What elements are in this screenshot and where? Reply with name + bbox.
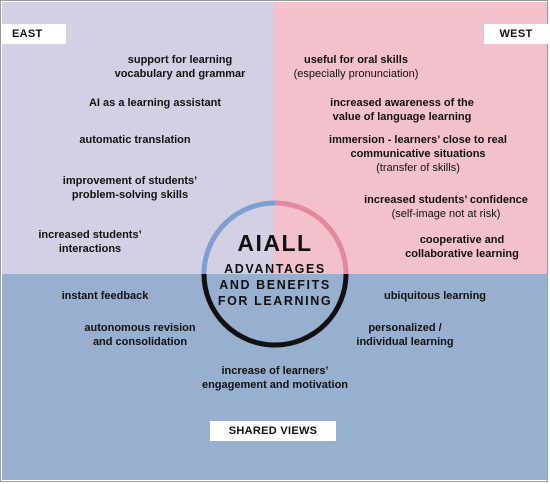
center-subtitle-line2: AND BENEFITS: [219, 278, 331, 292]
east-item-assistant: AI as a learning assistant: [55, 96, 255, 110]
east-item-interactions-line2: interactions: [58, 243, 122, 255]
shared-views-label: SHARED VIEWS: [210, 421, 336, 441]
east-item-translation: automatic translation: [55, 133, 215, 147]
west-item-confidence-line2: (self-image not at risk): [391, 208, 501, 220]
west-item-oral-skills-line2: (especially pronunciation): [293, 68, 419, 80]
west-item-awareness-line2: value of language learning: [332, 111, 472, 123]
east-item-interactions-line1: increased students’: [38, 229, 142, 241]
east-item-vocabulary: support for learning vocabulary and gram…: [95, 53, 265, 81]
east-item-problem-solving-line1: improvement of students’: [62, 175, 198, 187]
shared-item-feedback: instant feedback: [40, 289, 170, 303]
shared-item-personalized-line1: personalized /: [368, 322, 442, 334]
west-item-immersion-line1: immersion - learners’ close to real: [329, 134, 507, 146]
east-item-problem-solving: improvement of students’ problem-solving…: [40, 174, 220, 202]
shared-views-quadrant: [2, 274, 548, 480]
west-item-cooperative-line2: collaborative learning: [405, 248, 519, 260]
east-item-assistant-line1: AI as a learning assistant: [88, 97, 222, 109]
west-item-immersion-line2: communicative situations: [350, 148, 486, 160]
west-item-oral-skills-line1: useful for oral skills: [304, 54, 408, 66]
shared-item-autonomous-line1: autonomous revision: [84, 322, 196, 334]
east-item-vocabulary-line1: support for learning: [127, 54, 233, 66]
west-item-confidence-line1: increased students’ confidence: [364, 194, 528, 206]
shared-item-autonomous: autonomous revision and consolidation: [70, 321, 210, 349]
shared-item-personalized-line2: individual learning: [356, 336, 454, 348]
shared-item-personalized: personalized / individual learning: [340, 321, 470, 349]
shared-item-ubiquitous-line1: ubiquitous learning: [383, 290, 487, 302]
east-quadrant: [2, 2, 274, 274]
west-item-cooperative: cooperative and collaborative learning: [392, 233, 532, 261]
east-item-translation-line1: automatic translation: [79, 134, 191, 146]
center-subtitle-line1: ADVANTAGES: [224, 262, 326, 276]
west-label: WEST: [484, 24, 548, 44]
shared-item-engagement: increase of learners’ engagement and mot…: [180, 364, 370, 392]
shared-item-ubiquitous: ubiquitous learning: [365, 289, 505, 303]
center-title: AIALL: [237, 230, 313, 256]
east-item-problem-solving-line2: problem-solving skills: [71, 189, 189, 201]
west-item-cooperative-line1: cooperative and: [419, 234, 505, 246]
west-item-awareness-line1: increased awareness of the: [330, 97, 474, 109]
west-item-oral-skills: useful for oral skills (especially pronu…: [276, 53, 436, 81]
east-item-interactions: increased students’ interactions: [20, 228, 160, 256]
east-item-vocabulary-line2: vocabulary and grammar: [114, 68, 246, 80]
shared-item-engagement-line2: engagement and motivation: [201, 379, 349, 391]
west-item-awareness: increased awareness of the value of lang…: [314, 96, 490, 124]
shared-item-autonomous-line2: and consolidation: [92, 336, 188, 348]
ring-arc-west: [274, 200, 349, 275]
west-item-immersion-line3: (transfer of skills): [376, 162, 460, 174]
west-quadrant: [274, 2, 548, 274]
west-item-confidence: increased students’ confidence (self-ima…: [350, 193, 542, 221]
center-subtitle-line3: FOR LEARNING: [217, 294, 333, 308]
west-item-immersion: immersion - learners’ close to real comm…: [308, 133, 528, 175]
shared-item-engagement-line1: increase of learners’: [221, 365, 329, 377]
center-subtitle: ADVANTAGES AND BENEFITS FOR LEARNING: [196, 261, 354, 309]
ring-arc-shared: [201, 273, 349, 348]
shared-item-feedback-line1: instant feedback: [61, 290, 149, 302]
east-label: EAST: [2, 24, 66, 44]
ring-arc-east: [201, 200, 276, 275]
